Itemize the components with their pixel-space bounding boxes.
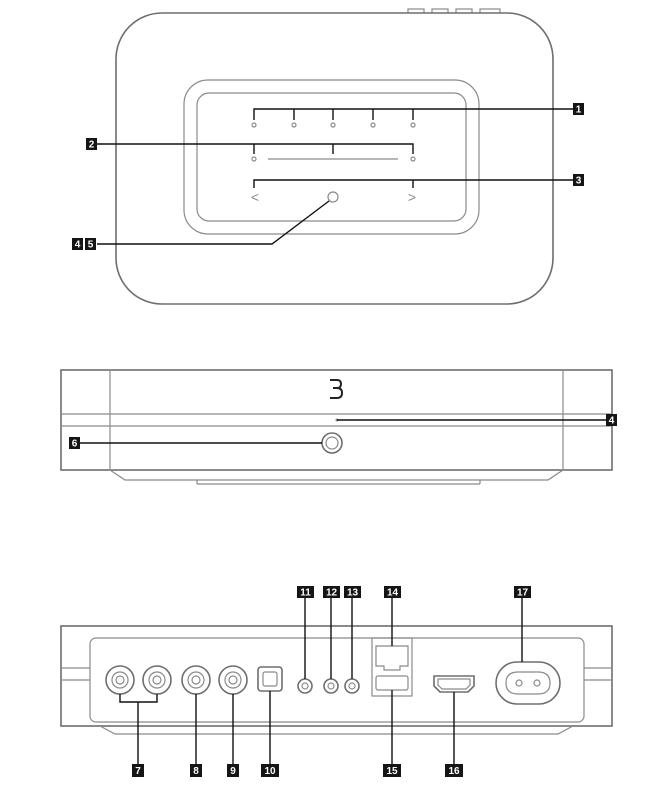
callout-11: 11 <box>297 586 314 599</box>
callout-13: 13 <box>344 586 361 599</box>
volume-led-left <box>251 156 257 162</box>
preset-led-4 <box>370 122 376 128</box>
callout-1: 1 <box>573 103 584 116</box>
callout-8: 8 <box>190 764 202 777</box>
callout-15: 15 <box>383 764 401 777</box>
callout-17: 17 <box>514 586 531 599</box>
callout-5: 5 <box>85 238 96 251</box>
callout-2: 2 <box>86 138 97 151</box>
touch-panel-inner <box>196 92 467 222</box>
play-pause-button-icon <box>327 191 339 203</box>
device-base <box>109 469 564 481</box>
svg-text:2: 2 <box>89 140 95 151</box>
rca-subwoofer-icon <box>181 665 211 695</box>
rear-panel <box>89 637 585 723</box>
svg-text:4: 4 <box>609 416 615 427</box>
svg-text:11: 11 <box>300 588 311 599</box>
ethernet-port-icon <box>375 645 409 671</box>
rca-coaxial-icon <box>218 665 248 695</box>
minijack-13-icon <box>344 678 360 694</box>
svg-text:16: 16 <box>448 766 460 777</box>
leader-4-5 <box>97 200 330 245</box>
preset-led-3 <box>330 122 336 128</box>
callout-10: 10 <box>261 764 279 777</box>
headphone-jack-icon <box>321 432 343 454</box>
callout-4: 4 <box>72 238 83 251</box>
top-view: < > 1 2 3 4 <box>72 8 584 305</box>
svg-text:8: 8 <box>193 766 199 777</box>
back-view: 11 12 13 14 17 7 8 9 <box>60 586 613 777</box>
preset-led-2 <box>291 122 297 128</box>
callout-4-front: 4 <box>606 414 617 427</box>
svg-text:5: 5 <box>88 240 94 251</box>
svg-text:3: 3 <box>576 176 582 187</box>
leader-3 <box>253 179 573 188</box>
optical-port-icon <box>257 666 283 692</box>
svg-text:12: 12 <box>326 588 338 599</box>
svg-text:13: 13 <box>347 588 359 599</box>
rca-analog-left-icon <box>105 665 135 695</box>
callout-16: 16 <box>445 764 463 777</box>
svg-text:9: 9 <box>230 766 236 777</box>
callout-12: 12 <box>323 586 340 599</box>
leader-2 <box>97 143 414 154</box>
minijack-12-icon <box>323 678 339 694</box>
svg-text:10: 10 <box>264 766 276 777</box>
callout-9: 9 <box>227 764 239 777</box>
minijack-11-icon <box>297 678 313 694</box>
preset-led-1 <box>251 122 257 128</box>
next-arrow-icon: > <box>408 189 416 205</box>
callout-14: 14 <box>384 586 401 599</box>
svg-text:14: 14 <box>387 588 399 599</box>
rca-analog-right-icon <box>142 665 172 695</box>
hdmi-port-icon <box>433 675 475 693</box>
bluesound-b-logo-icon <box>330 379 344 399</box>
callout-3: 3 <box>573 174 584 187</box>
svg-text:6: 6 <box>72 439 78 450</box>
callout-7: 7 <box>132 764 144 777</box>
svg-text:15: 15 <box>386 766 398 777</box>
preset-led-5 <box>410 122 416 128</box>
svg-text:1: 1 <box>576 105 582 116</box>
volume-led-right <box>410 156 416 162</box>
prev-arrow-icon: < <box>251 189 259 205</box>
touch-panel-outer <box>183 79 480 235</box>
leader-1 <box>253 108 573 120</box>
svg-text:7: 7 <box>135 766 141 777</box>
svg-text:4: 4 <box>75 240 81 251</box>
front-view: 4 6 <box>60 369 617 485</box>
svg-text:17: 17 <box>517 588 529 599</box>
callout-6: 6 <box>69 437 80 450</box>
